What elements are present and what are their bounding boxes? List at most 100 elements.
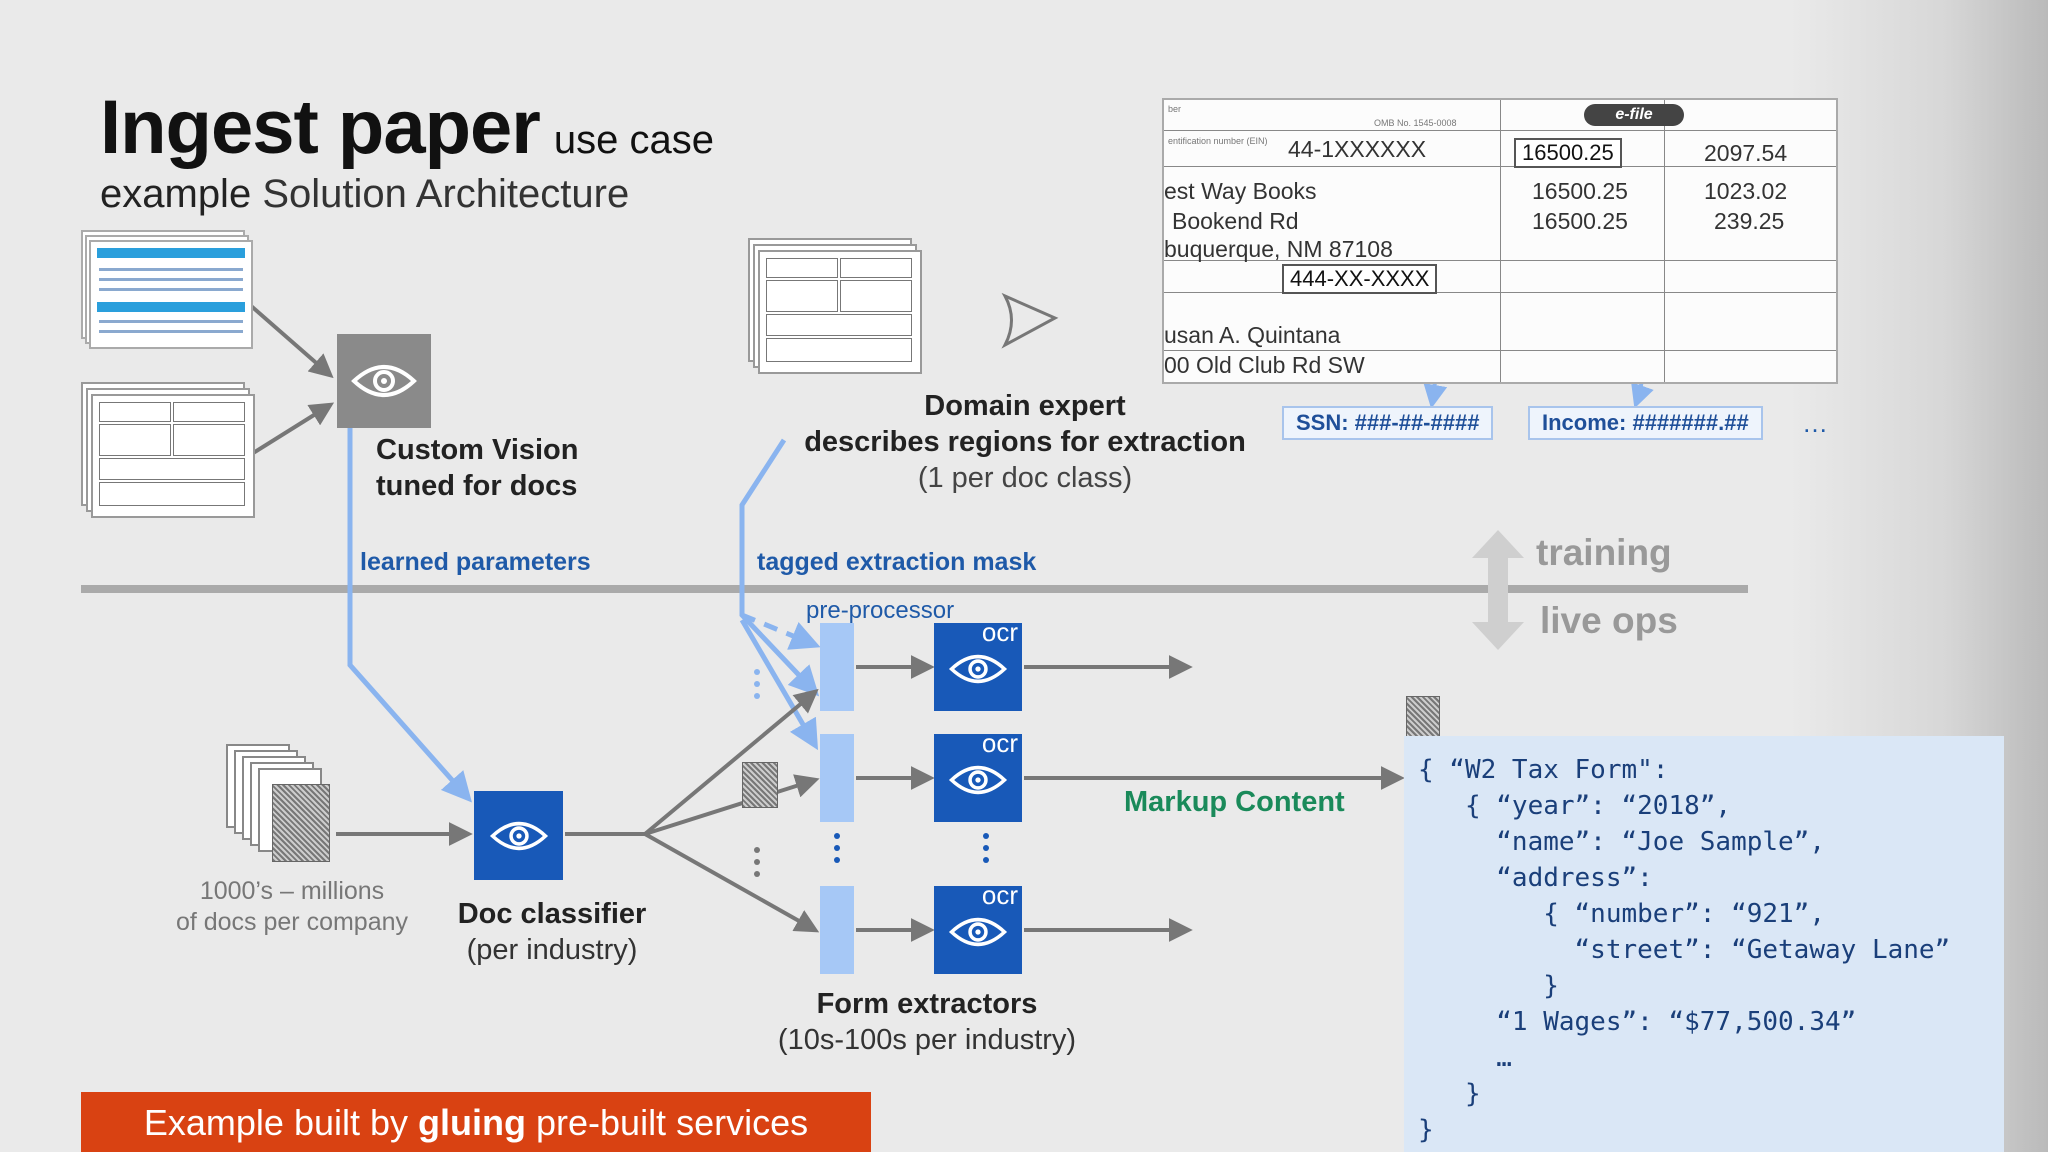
doc-classifier-line1: Doc classifier xyxy=(457,898,647,930)
docs-volume-line1: 1000’s – millions xyxy=(199,877,385,905)
custom-vision-line2: tuned for docs xyxy=(376,470,578,502)
json-line: } xyxy=(1418,1115,1434,1145)
form-wages: 16500.25 xyxy=(1514,138,1622,168)
slide-subtitle: example Solution Architecture xyxy=(100,172,629,217)
edge-fan-mid xyxy=(644,774,820,836)
efile-logo: e-file xyxy=(1584,104,1684,126)
custom-vision-label: Custom Vision tuned for docs xyxy=(376,432,579,504)
eye-icon xyxy=(948,655,1008,683)
subtitle-rest: Solution Architecture xyxy=(262,172,630,216)
output-doc-thumbnail xyxy=(1406,696,1440,740)
learned-parameters-label: learned parameters xyxy=(360,548,591,576)
title-main-text: Ingest paper xyxy=(100,85,541,170)
form-extractors-line1: Form extractors xyxy=(816,988,1038,1020)
live-ops-label: live ops xyxy=(1540,600,1678,641)
custom-vision-node xyxy=(337,334,431,428)
doc-classifier-line2: (per industry) xyxy=(466,934,638,966)
ocr-label-1: ocr xyxy=(981,617,1018,647)
json-line: } xyxy=(1418,1079,1481,1109)
banner-post: pre-built services xyxy=(526,1102,809,1143)
domain-expert-line2: describes regions for extraction xyxy=(804,426,1246,458)
training-liveops-arrow xyxy=(1472,530,1524,650)
json-output-text: { “W2 Tax Form": { “year”: “2018”, “name… xyxy=(1418,752,1950,1148)
edge-fan-top xyxy=(643,688,819,836)
subtitle-bold: example xyxy=(100,172,252,216)
doc-classifier-node xyxy=(474,791,563,880)
incoming-docs-stack xyxy=(226,744,338,870)
json-line: “1 Wages”: “$77,500.34” xyxy=(1418,1007,1857,1037)
form-ss-tax: 1023.02 xyxy=(1704,178,1788,204)
eye-icon xyxy=(948,918,1008,946)
edge-learned-parameters xyxy=(347,428,472,803)
form-medicare-wages: 16500.25 xyxy=(1532,208,1628,234)
form-company: est Way Books xyxy=(1164,178,1317,204)
edge-docs-to-cv-2 xyxy=(248,402,335,457)
json-line: … xyxy=(1418,1043,1512,1073)
custom-vision-line1: Custom Vision xyxy=(376,434,579,466)
form-extractors-label: Form extractors (10s-100s per industry) xyxy=(752,986,1102,1058)
pre-processor-label: pre-processor xyxy=(806,597,955,624)
eye-icon xyxy=(351,365,417,397)
form-fed-tax: 2097.54 xyxy=(1704,140,1788,166)
ocr-label-3: ocr xyxy=(981,880,1018,910)
banner-pre: Example built by xyxy=(143,1102,419,1143)
json-line: { “W2 Tax Form": xyxy=(1418,755,1669,785)
edge-docs-to-cv-1 xyxy=(248,303,334,379)
ocr-extractor-2: ocr xyxy=(934,728,1022,822)
ocr-extractor-1: ocr xyxy=(934,617,1022,711)
edge-tagged-mask-dashed xyxy=(741,612,821,650)
json-line: “address”: xyxy=(1418,863,1653,893)
tagged-extraction-mask-label: tagged extraction mask xyxy=(757,548,1037,576)
edge-tagged-mask-to-second xyxy=(739,618,819,751)
ocr-label-2: ocr xyxy=(981,728,1018,758)
pre-processor-3 xyxy=(820,886,854,974)
form-ein: 44-1XXXXXX xyxy=(1288,136,1427,162)
mask-tags-more: … xyxy=(1802,408,1828,438)
form-street: Bookend Rd xyxy=(1172,208,1299,234)
ocr-extractor-3: ocr xyxy=(934,880,1022,974)
routed-doc-thumbnail xyxy=(742,762,778,808)
json-line: “name”: “Joe Sample”, xyxy=(1418,827,1825,857)
edge-fan-bot xyxy=(644,832,820,933)
eye-icon xyxy=(489,821,548,850)
domain-expert-doc-stack xyxy=(748,238,923,378)
doc-classifier-label: Doc classifier (per industry) xyxy=(432,896,672,968)
ellipsis-dots xyxy=(754,669,989,877)
docs-volume-line2: of docs per company xyxy=(175,908,409,936)
eye-icon xyxy=(948,766,1008,794)
ssn-mask-tag: SSN: ###-##-#### xyxy=(1282,406,1494,440)
docs-volume-label: 1000’s – millions of docs per company xyxy=(172,876,412,938)
form-ssn: 444-XX-XXXX xyxy=(1282,264,1438,294)
form-employee: usan A. Quintana xyxy=(1164,322,1341,348)
training-label: training xyxy=(1536,532,1672,573)
slide-title: Ingest paper use case xyxy=(100,84,714,171)
json-line: } xyxy=(1418,971,1559,1001)
json-line: { “number”: “921”, xyxy=(1418,899,1825,929)
form-employee-address: 00 Old Club Rd SW xyxy=(1164,352,1365,378)
income-mask-tag: Income: #######.## xyxy=(1528,406,1763,440)
form-medicare-tax: 239.25 xyxy=(1714,208,1785,234)
pre-processor-1 xyxy=(820,623,854,711)
pre-processor-2 xyxy=(820,734,854,822)
domain-expert-line3: (1 per doc class) xyxy=(917,462,1133,494)
json-output-panel: { “W2 Tax Form": { “year”: “2018”, “name… xyxy=(1404,736,2004,1152)
form-extractors-line2: (10s-100s per industry) xyxy=(777,1024,1077,1056)
banner-bold: gluing xyxy=(418,1102,526,1143)
training-docs-stack-1 xyxy=(81,230,253,350)
json-line: { “year”: “2018”, xyxy=(1418,791,1732,821)
markup-content-label: Markup Content xyxy=(1124,786,1345,818)
edge-tagged-mask xyxy=(739,438,820,697)
training-docs-stack-2 xyxy=(81,382,256,522)
efile-logo-text: e-file xyxy=(1615,106,1653,123)
form-city: buquerque, NM 87108 xyxy=(1164,236,1393,262)
ssn-mask-text: SSN: ###-##-#### xyxy=(1296,410,1480,435)
viewer-eye-shape xyxy=(1001,292,1059,349)
json-line: “street”: “Getaway Lane” xyxy=(1418,935,1951,965)
bottom-banner: Example built by gluing pre-built servic… xyxy=(81,1092,871,1152)
title-suffix-text: use case xyxy=(553,118,714,162)
income-mask-text: Income: #######.## xyxy=(1542,410,1749,435)
domain-expert-line1: Domain expert xyxy=(924,390,1126,422)
